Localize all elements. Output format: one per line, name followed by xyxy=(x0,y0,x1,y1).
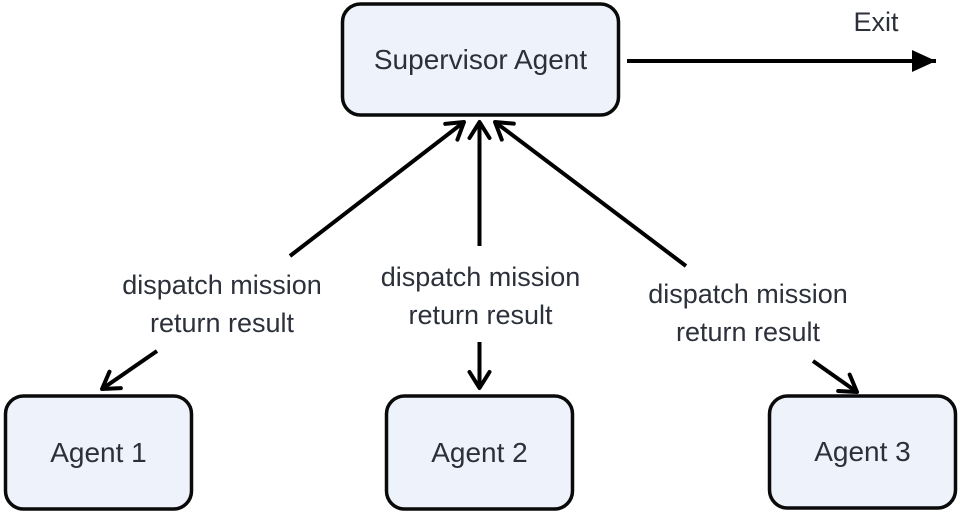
node-agent-2: Agent 2 xyxy=(384,394,575,511)
edge-supervisor-to-agent3 xyxy=(811,359,859,394)
node-agent1-label: Agent 1 xyxy=(50,437,147,468)
edge-label-agent2-line1: dispatch mission xyxy=(381,262,581,292)
node-agent-3: Agent 3 xyxy=(767,394,958,510)
node-agent2-label: Agent 2 xyxy=(431,437,528,468)
edge-label-agent3-line2: return result xyxy=(676,317,821,347)
node-agent2-box xyxy=(384,394,575,511)
edge-label-exit: Exit xyxy=(853,7,899,37)
edge-label-agent1-line1: dispatch mission xyxy=(122,270,322,300)
edge-agent1-to-supervisor xyxy=(288,120,466,258)
node-agent1-box xyxy=(3,394,194,511)
edge-agent3-to-supervisor xyxy=(493,120,688,268)
node-agent3-label: Agent 3 xyxy=(814,436,911,467)
node-supervisor-agent: Supervisor Agent xyxy=(340,2,621,117)
node-supervisor-box xyxy=(340,2,621,117)
edge-supervisor-to-agent1 xyxy=(100,349,159,391)
edge-label-agent3-line1: dispatch mission xyxy=(648,279,848,309)
edge-label-agent2-line2: return result xyxy=(408,300,553,330)
edge-label-agent1-line2: return result xyxy=(150,308,295,338)
node-agent-1: Agent 1 xyxy=(3,394,194,511)
node-agent3-box xyxy=(767,394,958,510)
node-supervisor-label: Supervisor Agent xyxy=(374,44,587,75)
